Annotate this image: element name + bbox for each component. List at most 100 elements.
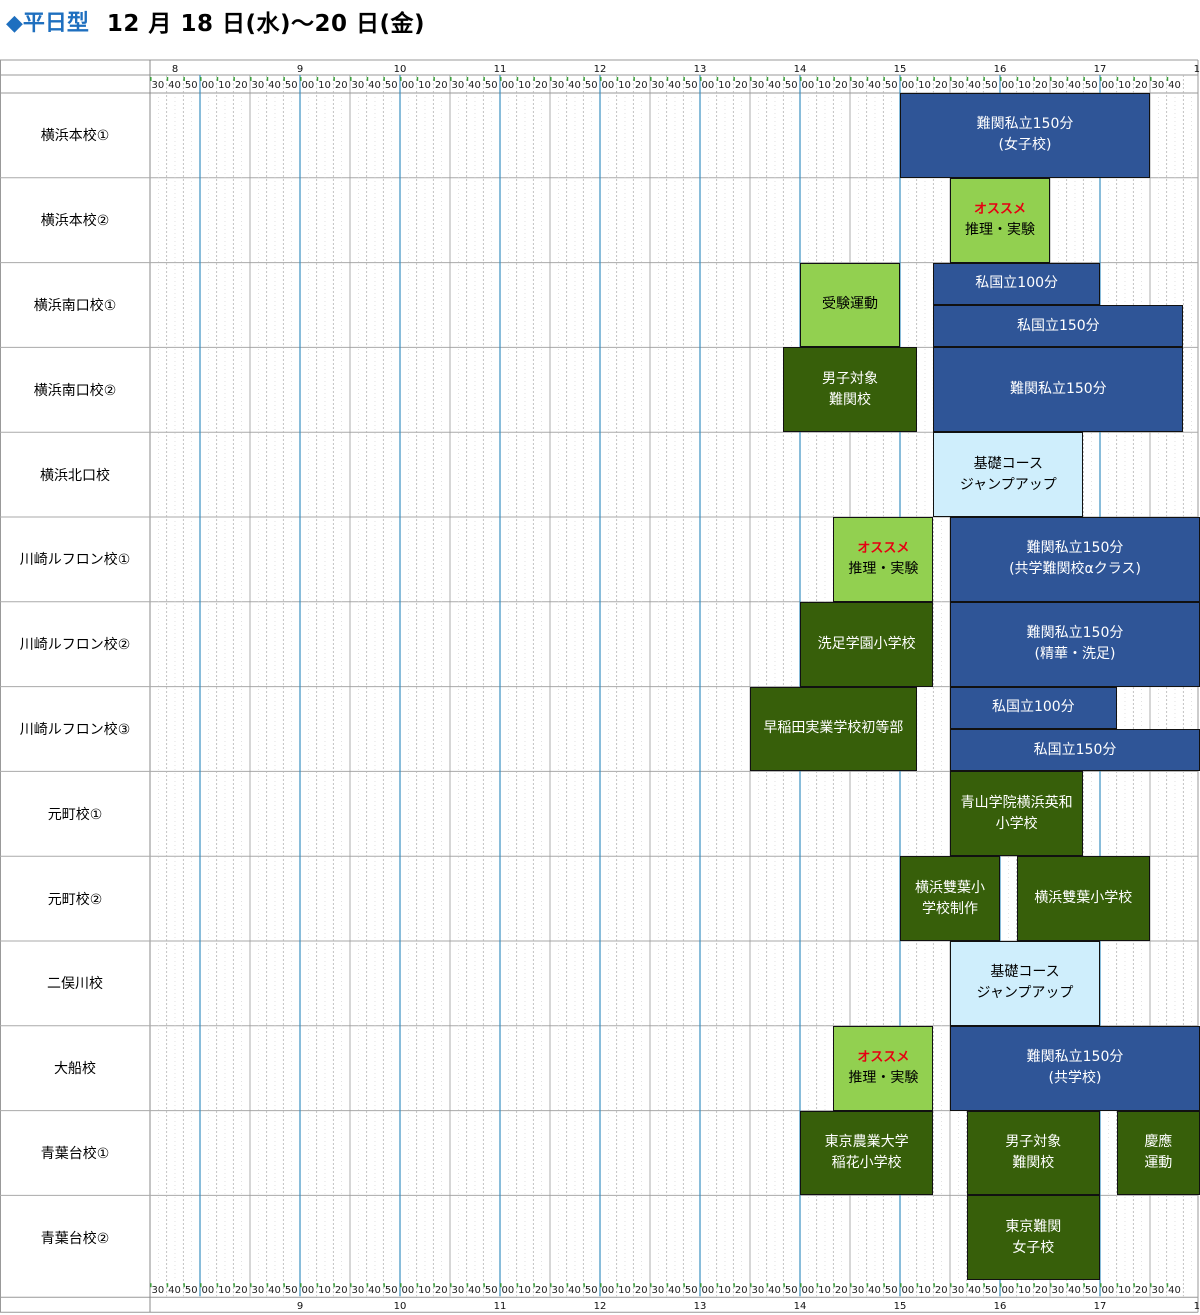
minute-tick-label: 10 [1018, 1285, 1031, 1296]
block-text: 東京農業大学 [824, 1133, 909, 1150]
minute-tick-label: 30 [152, 1285, 165, 1296]
minute-tick-label: 20 [1135, 1285, 1148, 1296]
minute-tick-label: 20 [1035, 80, 1048, 91]
class-block[interactable]: 青山学院横浜英和小学校 [950, 771, 1084, 857]
hour-tick-label: 8 [172, 64, 178, 75]
block-text: (共学難関校αクラス) [1009, 561, 1141, 578]
class-block[interactable]: 男子対象難関校 [783, 347, 917, 433]
minute-tick-label: 10 [818, 1285, 831, 1296]
class-block[interactable]: 早稲田実業学校初等部 [750, 686, 917, 772]
minute-tick-label: 20 [635, 80, 648, 91]
minute-tick-label: 40 [468, 1285, 481, 1296]
block-text: 私国立150分 [1016, 317, 1100, 334]
class-block[interactable]: 難関私立150分(女子校) [900, 93, 1150, 178]
block-text: 難関私立150分 [1026, 625, 1124, 642]
minute-tick-label: 20 [835, 1285, 848, 1296]
minute-tick-label: 40 [368, 1285, 381, 1296]
minute-tick-label: 10 [518, 1285, 531, 1296]
minute-tick-label: 20 [335, 80, 348, 91]
minute-tick-label: 50 [385, 80, 398, 91]
minute-tick-label: 40 [368, 80, 381, 91]
block-text: 推理・実験 [848, 561, 919, 578]
hour-tick-label: 11 [494, 1301, 507, 1312]
block-text: 私国立150分 [1033, 741, 1117, 758]
minute-tick-label: 10 [418, 1285, 431, 1296]
minute-tick-label: 40 [568, 80, 581, 91]
minute-tick-label: 30 [952, 80, 965, 91]
row-label: 二俣川校 [47, 976, 103, 993]
row-label: 川崎ルフロン校② [19, 637, 131, 654]
class-block[interactable]: 基礎コースジャンプアップ [950, 941, 1100, 1026]
minute-tick-label: 30 [252, 80, 265, 91]
minute-tick-label: 00 [1002, 80, 1015, 91]
class-block[interactable]: 難関私立150分 (精華・洗足) [950, 601, 1200, 687]
minute-tick-label: 30 [1052, 80, 1065, 91]
recommend-tag: オススメ [857, 541, 910, 557]
recommend-tag: オススメ [857, 1050, 910, 1066]
minute-tick-label: 50 [185, 80, 198, 91]
class-block[interactable]: 慶應運動 [1116, 1110, 1200, 1196]
class-block[interactable]: 私国立100分 [933, 262, 1100, 305]
hour-tick-label: 17 [1094, 64, 1107, 75]
class-block[interactable]: 難関私立150分(共学難関校αクラス) [950, 517, 1200, 602]
minute-tick-label: 30 [1052, 1285, 1065, 1296]
block-text: (共学校) [1048, 1070, 1102, 1087]
row-label: 川崎ルフロン校③ [19, 721, 131, 738]
minute-tick-label: 20 [1035, 1285, 1048, 1296]
class-block[interactable]: オススメ推理・実験 [950, 177, 1050, 263]
minute-tick-label: 30 [452, 1285, 465, 1296]
minute-tick-label: 20 [735, 1285, 748, 1296]
minute-tick-label: 50 [185, 1285, 198, 1296]
minute-tick-label: 50 [485, 80, 498, 91]
hour-tick-label: 11 [494, 64, 507, 75]
block-text: 男子対象 [1005, 1133, 1062, 1150]
minute-tick-label: 20 [635, 1285, 648, 1296]
minute-tick-label: 40 [268, 80, 281, 91]
minute-tick-label: 50 [285, 1285, 298, 1296]
hour-tick-label: 13 [694, 1301, 707, 1312]
minute-tick-label: 00 [202, 80, 215, 91]
hour-tick-label: 12 [594, 64, 607, 75]
minute-tick-label: 00 [402, 1285, 415, 1296]
minute-tick-label: 10 [618, 80, 631, 91]
block-text: 東京難関 [1005, 1218, 1062, 1235]
title-prefix: ◆平日型 [6, 11, 89, 36]
class-block[interactable]: 私国立100分 [950, 686, 1117, 729]
minute-tick-label: 50 [685, 1285, 698, 1296]
class-block[interactable]: 東京難関女子校 [966, 1195, 1100, 1281]
minute-tick-label: 10 [1018, 80, 1031, 91]
class-block[interactable]: 洗足学園小学校 [800, 601, 934, 687]
class-block[interactable]: オススメ推理・実験 [833, 1025, 934, 1111]
minute-tick-label: 00 [602, 80, 615, 91]
block-text: (精華・洗足) [1034, 646, 1116, 663]
minute-tick-label: 40 [868, 1285, 881, 1296]
hour-tick-label: 10 [394, 1301, 407, 1312]
minute-tick-label: 50 [785, 1285, 798, 1296]
class-block[interactable]: 難関私立150分 [933, 347, 1184, 433]
class-block[interactable]: オススメ推理・実験 [833, 517, 934, 602]
class-block[interactable]: 受験運動 [800, 262, 900, 348]
row-label: 横浜南口校② [33, 382, 117, 399]
block-text: 難関校 [1012, 1154, 1055, 1171]
minute-tick-label: 50 [1085, 1285, 1098, 1296]
class-block[interactable]: 私国立150分 [933, 305, 1184, 348]
hour-tick-label: 15 [894, 64, 907, 75]
minute-tick-label: 10 [918, 80, 931, 91]
minute-tick-label: 00 [602, 1285, 615, 1296]
block-text: 横浜雙葉小 [915, 879, 985, 896]
minute-tick-label: 50 [985, 80, 998, 91]
class-block[interactable]: 東京農業大学稲花小学校 [800, 1110, 934, 1196]
minute-tick-label: 40 [668, 1285, 681, 1296]
class-block[interactable]: 男子対象難関校 [966, 1110, 1100, 1196]
row-label: 大船校 [54, 1061, 96, 1078]
class-block[interactable]: 私国立150分 [950, 729, 1200, 772]
class-block[interactable]: 基礎コースジャンプアップ [933, 432, 1084, 517]
minute-tick-label: 00 [1102, 1285, 1115, 1296]
minute-tick-label: 00 [302, 80, 315, 91]
class-block[interactable]: 難関私立150分 (共学校) [950, 1025, 1200, 1111]
class-block[interactable]: 横浜雙葉小学校制作 [900, 856, 1000, 941]
class-block[interactable]: 横浜雙葉小学校 [1016, 856, 1150, 941]
block-text: 早稲田実業学校初等部 [763, 720, 904, 737]
block-text: 難関私立150分 [1026, 1049, 1124, 1066]
minute-tick-label: 30 [252, 1285, 265, 1296]
